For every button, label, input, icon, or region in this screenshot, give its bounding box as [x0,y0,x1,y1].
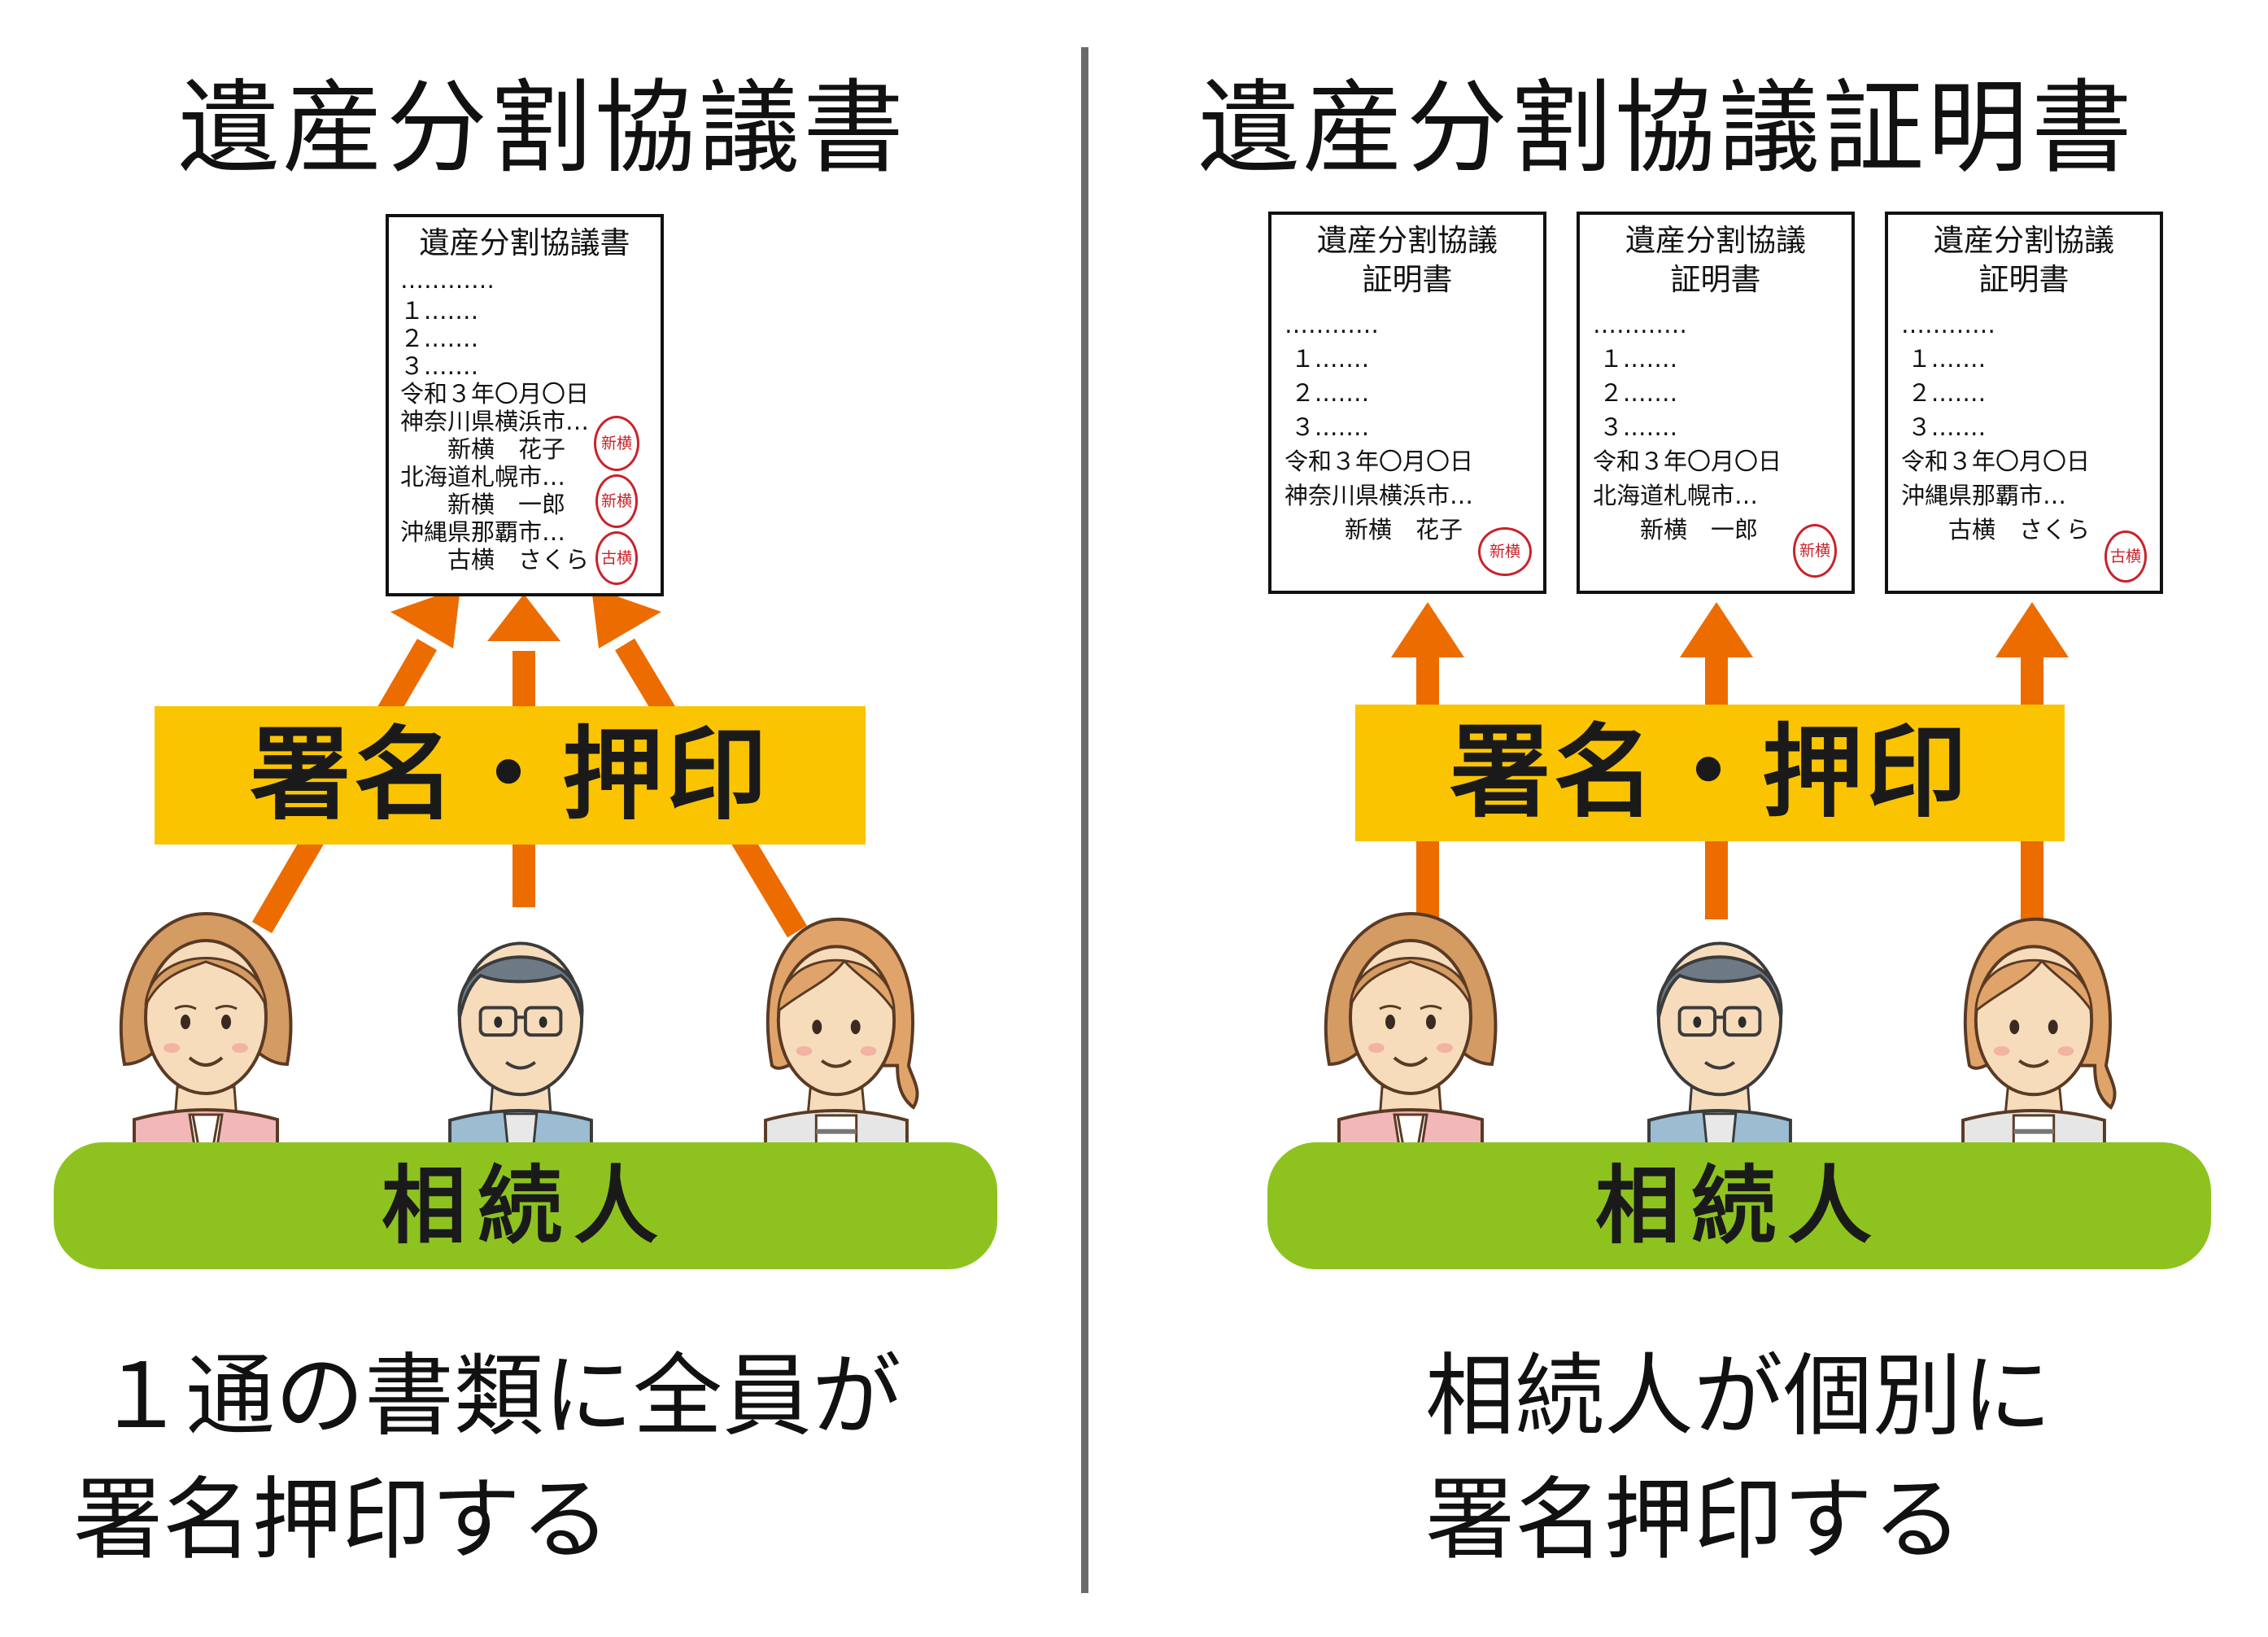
seal-stamp: 新横 [594,416,639,471]
doc-item: １.…… [1291,345,1370,373]
man-with-glasses-icon [1622,905,1817,1178]
heirs-bar: 相続人 [54,1142,997,1269]
doc-date: 令和３年〇月〇日 [1284,447,1474,475]
doc-item: １.…… [1908,345,1987,373]
caption-line: 相続人が個別に [1425,1344,2052,1448]
signer-name: 新横 花子 [1345,516,1463,543]
signer-name: 新横 一郎 [447,491,566,518]
certificate-document: 遺産分割協議 証明書 ………… １.…… ２.…… ３.…… 令和３年〇月〇日 … [1885,212,2163,594]
signer-name: 新横 花子 [447,435,566,463]
caption-line: １通の書類に全員が [96,1344,901,1448]
elderly-woman-icon [1313,901,1508,1178]
certificate-document: 遺産分割協議 証明書 ………… １.…… ２.…… ３.…… 令和３年〇月〇日 … [1268,212,1546,594]
seal-stamp: 古横 [2104,530,2147,583]
doc-title: 遺産分割協議 [1317,223,1498,258]
doc-item: ３.…… [1599,413,1678,441]
doc-item: ２.…… [1291,379,1370,407]
left-caption: １通の書類に全員が 署名押印する [73,1334,901,1582]
sign-seal-band: 署名・押印 [155,706,866,845]
right-title: 遺産分割協議証明書 [1197,70,2135,187]
caption-line: 署名押印する [73,1468,610,1572]
caption-line: 署名押印する [1425,1468,1962,1572]
doc-date: 令和３年〇月〇日 [1901,447,2091,475]
signer-address: 神奈川県横浜市… [1284,482,1474,509]
seal-stamp: 古横 [595,531,638,585]
doc-title: 証明書 [1362,262,1453,297]
doc-dots: ………… [1284,311,1379,338]
young-woman-icon [739,905,934,1178]
doc-item: １.…… [400,297,479,325]
doc-item: ２.…… [1908,379,1987,407]
signer-address: 沖縄県那覇市… [400,518,566,546]
man-with-glasses-icon [423,905,618,1178]
doc-item: ３.…… [1908,413,1987,441]
sign-seal-band: 署名・押印 [1355,705,2065,841]
certificate-document: 遺産分割協議 証明書 ………… １.…… ２.…… ３.…… 令和３年〇月〇日 … [1577,212,1855,594]
doc-title: 遺産分割協議 [1625,223,1806,258]
left-title: 遺産分割協議書 [177,70,907,187]
signer-name: 古横 さくら [447,546,590,574]
doc-item: ３.…… [400,352,479,380]
doc-title: 遺産分割協議書 [419,225,630,260]
seal-stamp: 新横 [595,474,638,528]
left-panel: 遺産分割協議書 遺産分割協議書 ………… １.…… ２.…… ３.…… 令和３年… [0,0,1085,1637]
seal-stamp: 新横 [1793,524,1837,578]
seal-stamp: 新横 [1478,527,1532,576]
doc-date: 令和３年〇月〇日 [400,380,590,408]
doc-item: １.…… [1599,345,1678,373]
doc-date: 令和３年〇月〇日 [1593,447,1782,475]
signer-address: 北海道札幌市… [400,463,566,491]
agreement-document: 遺産分割協議書 ………… １.…… ２.…… ３.…… 令和３年〇月〇日 神奈川… [386,214,664,596]
doc-dots: ………… [1593,311,1687,338]
young-woman-icon [1936,905,2131,1178]
signer-name: 古横 さくら [1948,516,2091,543]
doc-dots: ………… [1901,311,1995,338]
doc-title: 証明書 [1978,262,2070,297]
signer-address: 神奈川県横浜市… [400,408,590,435]
doc-item: ３.…… [1291,413,1370,441]
doc-title: 証明書 [1670,262,1761,297]
elderly-woman-icon [108,901,303,1178]
signer-address: 北海道札幌市… [1593,482,1759,509]
doc-title: 遺産分割協議 [1934,223,2114,258]
doc-item: ２.…… [1599,379,1678,407]
heirs-bar: 相続人 [1267,1142,2211,1269]
doc-item: ２.…… [400,325,479,352]
signer-address: 沖縄県那覇市… [1901,482,2067,509]
right-caption: 相続人が個別に 署名押印する [1425,1334,2052,1582]
signer-name: 新横 一郎 [1640,516,1759,543]
doc-dots: ………… [400,266,495,294]
right-panel: 遺産分割協議証明書 遺産分割協議 証明書 ………… １.…… ２.…… ３.……… [1085,0,2268,1637]
panel-divider [1081,47,1088,1593]
